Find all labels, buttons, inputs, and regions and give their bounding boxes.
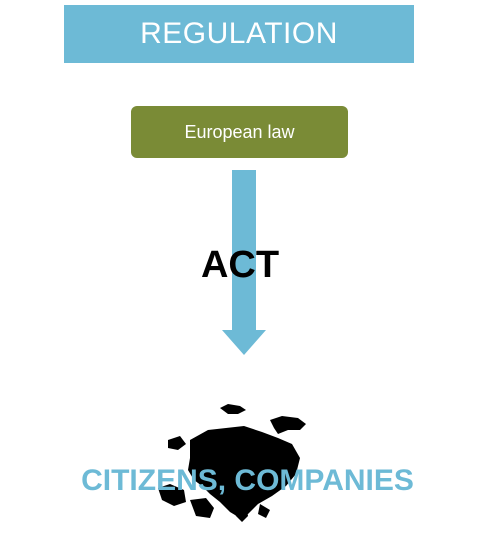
europe-map-icon	[158, 404, 306, 522]
target-text: CITIZENS, COMPANIES	[81, 464, 414, 497]
citizens-companies-label: CITIZENS, COMPANIES	[60, 458, 435, 504]
banner-title: REGULATION	[140, 17, 338, 50]
act-label: ACT	[190, 240, 290, 290]
european-law-box: European law	[131, 106, 348, 158]
box-label: European law	[184, 121, 295, 142]
regulation-banner: REGULATION	[64, 5, 414, 63]
act-text: ACT	[200, 243, 280, 286]
